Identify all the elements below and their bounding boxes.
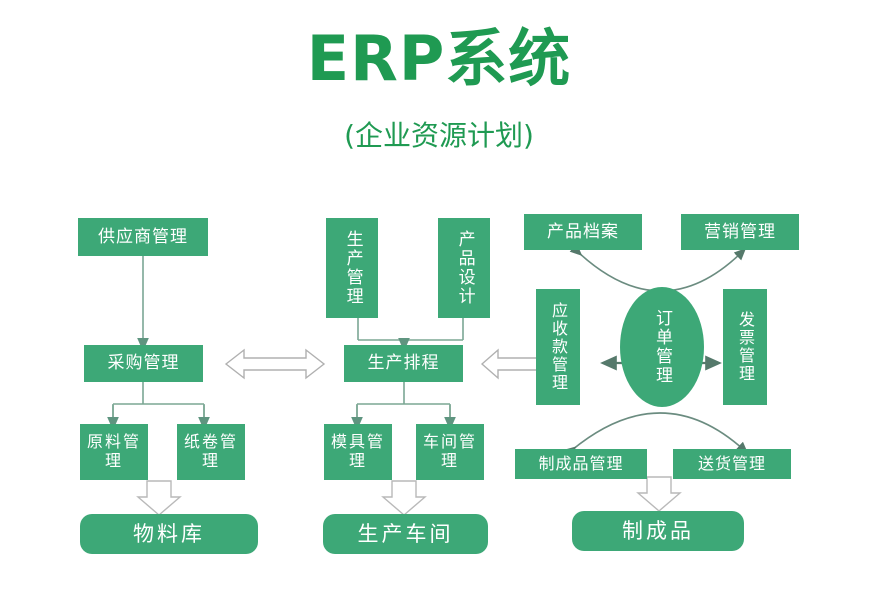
node-label: 供应商管理 xyxy=(98,226,188,247)
node-label: 发票管理 xyxy=(736,311,755,383)
branch-purchasing xyxy=(112,382,205,423)
node-finished-goods[interactable]: 制成品 xyxy=(572,511,744,551)
branch-to-schedule xyxy=(357,318,464,341)
node-label: 生产管理 xyxy=(342,230,363,306)
hollow-double-arrow-purchasing-schedule xyxy=(224,348,326,380)
hollow-arrow-to-warehouse xyxy=(136,480,182,516)
node-label: 采购管理 xyxy=(107,353,180,374)
node-supplier-management[interactable]: 供应商管理 xyxy=(78,218,208,256)
node-label: 生产车间 xyxy=(357,521,454,546)
node-production-schedule[interactable]: 生产排程 xyxy=(344,345,463,382)
node-label: 订单管理 xyxy=(652,309,673,385)
branch-schedule xyxy=(356,382,451,423)
node-purchasing-management[interactable]: 采购管理 xyxy=(84,345,203,382)
page-title: ERP系统 xyxy=(306,22,572,95)
node-label: 模具管理 xyxy=(330,432,385,470)
node-finished-goods-management[interactable]: 制成品管理 xyxy=(515,449,647,479)
node-order-management[interactable]: 订单管理 xyxy=(620,287,704,407)
node-raw-material-management[interactable]: 原料管理 xyxy=(80,424,148,480)
node-label: 产品档案 xyxy=(547,221,619,242)
page-subtitle: (企业资源计划) xyxy=(344,119,534,152)
node-receivables-management[interactable]: 应收款管理 xyxy=(536,289,580,405)
node-label: 制成品管理 xyxy=(538,453,624,473)
node-label: 送货管理 xyxy=(697,453,766,473)
node-delivery-management[interactable]: 送货管理 xyxy=(673,449,791,479)
node-label: 应收款管理 xyxy=(549,302,568,392)
node-product-design[interactable]: 产品设计 xyxy=(438,218,490,318)
node-product-archive[interactable]: 产品档案 xyxy=(524,214,642,250)
node-material-warehouse[interactable]: 物料库 xyxy=(80,514,258,554)
node-label: 车间管理 xyxy=(422,432,477,470)
node-workshop-management[interactable]: 车间管理 xyxy=(416,424,484,480)
curve-archive-marketing xyxy=(569,243,747,292)
node-production-management[interactable]: 生产管理 xyxy=(326,218,378,318)
curve-finishedgoods-delivery xyxy=(563,412,749,459)
node-mold-management[interactable]: 模具管理 xyxy=(324,424,392,480)
hollow-arrow-to-finished-goods xyxy=(636,476,682,512)
node-label: 纸卷管理 xyxy=(183,432,238,470)
node-label: 制成品 xyxy=(622,518,694,543)
hollow-arrow-to-production-workshop xyxy=(381,480,427,516)
node-production-workshop[interactable]: 生产车间 xyxy=(323,514,488,554)
node-paper-roll-management[interactable]: 纸卷管理 xyxy=(177,424,245,480)
node-label: 原料管理 xyxy=(86,432,141,470)
node-invoice-management[interactable]: 发票管理 xyxy=(723,289,767,405)
node-label: 产品设计 xyxy=(454,230,475,306)
node-label: 营销管理 xyxy=(704,221,776,242)
node-marketing-management[interactable]: 营销管理 xyxy=(681,214,799,250)
node-label: 生产排程 xyxy=(367,353,440,374)
node-label: 物料库 xyxy=(133,521,205,546)
